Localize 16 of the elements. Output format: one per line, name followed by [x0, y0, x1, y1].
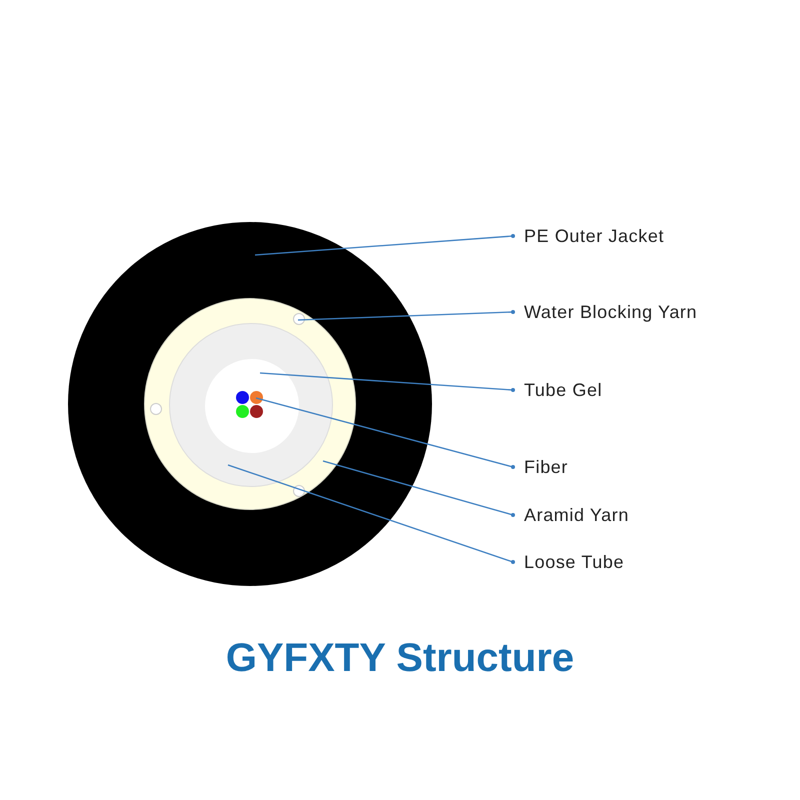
leader-line	[254, 234, 515, 256]
part-label: Water Blocking Yarn	[513, 301, 698, 323]
water-blocking-yarn-strand	[150, 403, 162, 415]
water-blocking-yarn-strand	[293, 313, 305, 325]
part-label: PE Outer Jacket	[513, 225, 664, 247]
part-label: Fiber	[513, 456, 568, 478]
part-label: Aramid Yarn	[513, 504, 629, 526]
leader-line	[322, 460, 515, 517]
leader-line	[256, 397, 515, 469]
diagram-title: GYFXTY Structure	[224, 636, 576, 681]
leader-line	[228, 464, 515, 564]
part-label: Loose Tube	[513, 551, 624, 573]
leader-line	[260, 372, 515, 392]
leader-line	[298, 310, 515, 321]
fiber-bundle-drawing	[235, 390, 265, 420]
part-label: Tube Gel	[513, 379, 602, 401]
